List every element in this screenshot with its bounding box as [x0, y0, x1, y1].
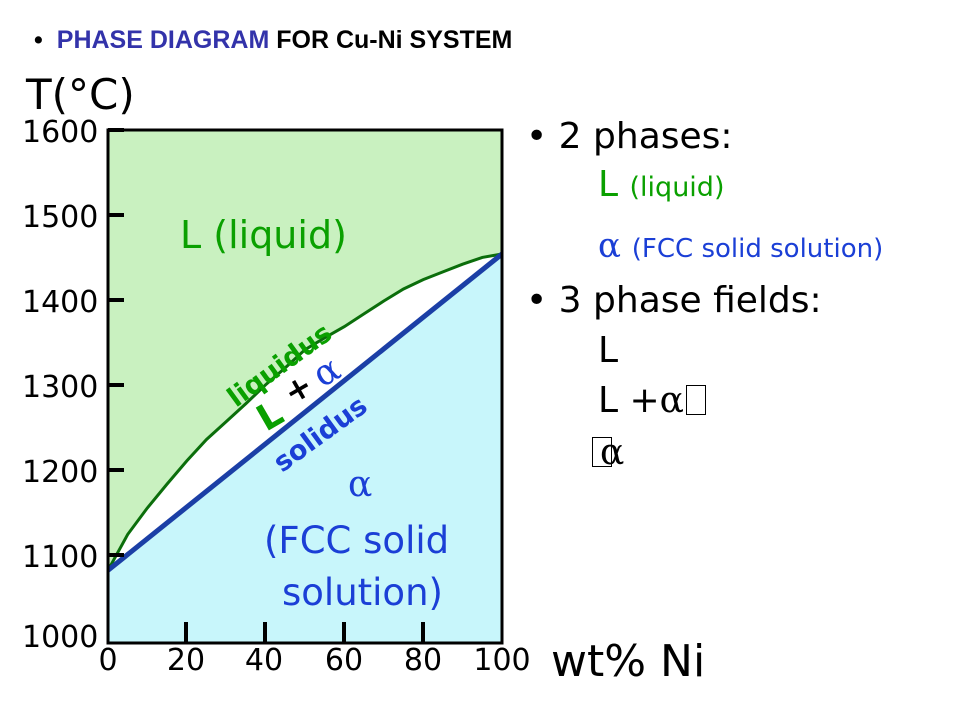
solid-region-label-line2: solution)	[282, 571, 443, 614]
phase-L-description: (liquid)	[629, 172, 725, 203]
x-axis-label: wt% Ni	[551, 636, 706, 687]
liquid-region-label: L (liquid)	[180, 213, 347, 257]
x-tick-60: 60	[324, 643, 364, 678]
y-tick-1300: 1300	[22, 370, 99, 405]
field-L: L	[598, 330, 619, 371]
phase-alpha-symbol: α	[598, 226, 621, 266]
y-tick-1000: 1000	[22, 620, 99, 655]
x-tick-20: 20	[166, 643, 206, 678]
title-bullet: •	[34, 26, 43, 54]
y-tick-1200: 1200	[22, 455, 99, 490]
y-tick-1600: 1600	[22, 115, 99, 150]
bullet-two-phases: • 2 phases:	[526, 116, 733, 157]
x-tick-100: 100	[473, 643, 531, 678]
solid-region	[108, 254, 502, 643]
liquidus-line	[106, 252, 503, 572]
solid-alpha-label: α	[348, 464, 372, 505]
y-tick-marks	[108, 128, 124, 557]
liquid-region	[108, 130, 502, 571]
field-L-plus-alpha-symbol: α	[659, 380, 684, 421]
missing-glyph-box	[685, 385, 706, 415]
y-tick-1500: 1500	[22, 200, 99, 235]
solid-region-label-line1: (FCC solid	[264, 519, 449, 562]
x-tick-80: 80	[403, 643, 443, 678]
phase-L-item: L (liquid)	[598, 164, 724, 205]
field-L-plus-alpha: L +α	[598, 380, 706, 421]
title-phase-diagram: PHASE DIAGRAM	[56, 26, 270, 54]
bullet-three-phase-fields: • 3 phase fields:	[526, 280, 822, 321]
field-alpha-symbol: α	[600, 432, 625, 473]
phase-alpha-description: (FCC solid solution)	[631, 234, 884, 264]
y-axis-label: T(°C)	[26, 70, 135, 119]
x-tick-40: 40	[244, 643, 284, 678]
x-tick-0: 0	[98, 643, 118, 678]
field-alpha: α	[590, 432, 624, 473]
phase-L-symbol: L	[598, 164, 619, 205]
y-tick-1400: 1400	[22, 285, 99, 320]
solidus-line	[106, 252, 504, 573]
field-L-plus-prefix: L +	[598, 380, 660, 421]
phase-alpha-item: α (FCC solid solution)	[598, 226, 883, 266]
y-tick-1100: 1100	[22, 540, 99, 575]
slide-title: • PHASE DIAGRAM FOR Cu-Ni SYSTEM	[34, 26, 512, 55]
title-cu-ni-system: FOR Cu-Ni SYSTEM	[276, 26, 513, 54]
x-tick-marks	[184, 622, 425, 643]
missing-glyph-box	[592, 437, 612, 467]
